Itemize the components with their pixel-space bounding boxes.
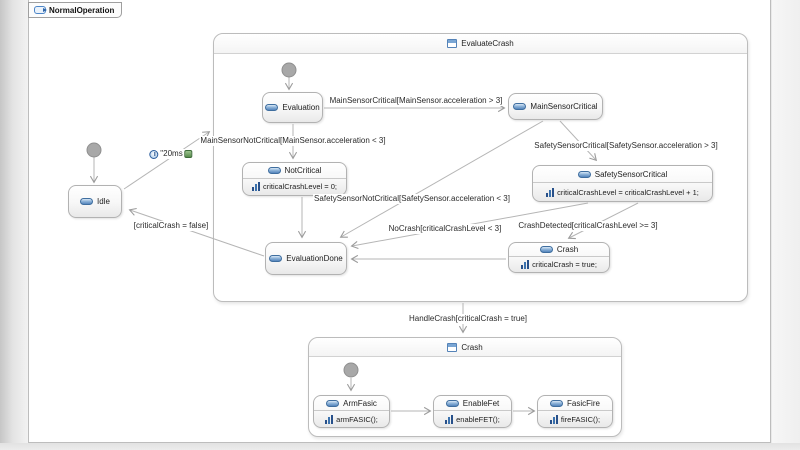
state-pill-icon: [513, 103, 527, 110]
state-pill-icon: [577, 170, 591, 178]
state-name: NotCritical: [284, 165, 322, 175]
state-action: criticalCrash = true;: [532, 260, 597, 270]
state-title-row: EnableFet: [434, 396, 511, 412]
state-pill-icon: [269, 255, 283, 262]
transition-label-critical-crash-false[interactable]: [criticalCrash = false]: [132, 221, 210, 231]
state-crash-inner[interactable]: Crash criticalCrash = true;: [508, 242, 610, 273]
state-action: criticalCrashLevel = 0;: [263, 182, 337, 192]
composite-title: EvaluateCrash: [461, 39, 514, 48]
state-pill-icon: [265, 104, 279, 111]
state-name: MainSensorCritical: [530, 102, 598, 111]
state-title-row: ArmFasic: [314, 396, 389, 412]
transition-label-crash-detected[interactable]: CrashDetected[criticalCrashLevel >= 3]: [517, 221, 659, 231]
timer-label-text: "20ms: [160, 149, 183, 158]
state-evaluation[interactable]: Evaluation: [262, 92, 323, 123]
action-bars-icon: [546, 187, 555, 197]
composite-title: Crash: [461, 342, 483, 352]
transition-label-main-sensor-not-critical[interactable]: MainSensorNotCritical[MainSensor.acceler…: [199, 136, 387, 146]
state-evaluation-done[interactable]: EvaluationDone: [265, 242, 347, 275]
composite-header-crash[interactable]: Crash: [309, 338, 621, 357]
state-action-row: criticalCrashLevel = 0;: [243, 179, 346, 195]
state-action: fireFASIC();: [560, 414, 601, 424]
composite-header-evaluate-crash[interactable]: EvaluateCrash: [214, 34, 747, 54]
action-bars-icon: [252, 182, 260, 192]
state-name: EvaluationDone: [286, 254, 343, 263]
state-pill-icon: [326, 399, 340, 407]
state-arm-fasic[interactable]: ArmFasic armFASIC();: [313, 395, 390, 428]
state-name: ArmFasic: [343, 398, 377, 408]
state-pill-icon: [550, 399, 564, 407]
transition-label-handle-crash[interactable]: HandleCrash[criticalCrash = true]: [407, 314, 529, 324]
state-action-row: fireFASIC();: [538, 411, 612, 427]
transition-label-safety-sensor-not-critical[interactable]: SafetySensorNotCritical[SafetySensor.acc…: [313, 194, 511, 204]
transition-label-main-sensor-critical[interactable]: MainSensorCritical[MainSensor.accelerati…: [328, 96, 504, 106]
transition-label-safety-sensor-critical[interactable]: SafetySensorCritical[SafetySensor.accele…: [533, 141, 719, 151]
state-action-row: criticalCrash = true;: [509, 257, 609, 272]
event-icon: [184, 150, 193, 158]
composite-window-icon: [447, 342, 458, 352]
action-bars-icon: [445, 414, 454, 424]
state-title-row: SafetySensorCritical: [533, 166, 712, 184]
state-pill-icon: [445, 399, 459, 407]
state-idle[interactable]: Idle: [68, 185, 122, 218]
state-name: FasicFire: [567, 398, 600, 408]
state-name: SafetySensorCritical: [594, 169, 668, 179]
statechart-region-icon: [34, 6, 47, 14]
state-action: armFASIC();: [336, 414, 378, 424]
state-title-row: FasicFire: [538, 396, 612, 412]
state-title-row: Crash: [509, 243, 609, 258]
action-bars-icon: [549, 414, 558, 424]
state-action: criticalCrashLevel = criticalCrashLevel …: [557, 187, 699, 197]
state-action-row: enableFET();: [434, 411, 511, 427]
transition-label-no-crash[interactable]: NoCrash[criticalCrashLevel < 3]: [387, 224, 503, 234]
canvas-right-margin: [772, 0, 800, 450]
region-tab-label: NormalOperation: [49, 5, 115, 15]
state-name: Evaluation: [282, 103, 320, 112]
action-bars-icon: [521, 260, 530, 270]
action-bars-icon: [325, 414, 334, 424]
state-pill-icon: [267, 166, 281, 174]
state-title-row: NotCritical: [243, 163, 346, 179]
canvas-bottom-margin: [0, 443, 800, 450]
state-name: EnableFet: [462, 398, 500, 408]
clock-icon: [149, 149, 159, 159]
state-pill-icon: [539, 246, 553, 254]
state-action-row: criticalCrashLevel = criticalCrashLevel …: [533, 183, 712, 201]
composite-window-icon: [447, 39, 458, 48]
state-name: Crash: [556, 245, 579, 255]
canvas-left-margin: [0, 0, 28, 450]
state-main-sensor-critical[interactable]: MainSensorCritical: [508, 93, 603, 120]
state-safety-sensor-critical[interactable]: SafetySensorCritical criticalCrashLevel …: [532, 165, 713, 202]
state-enable-fet[interactable]: EnableFet enableFET();: [433, 395, 512, 428]
transition-label-timer[interactable]: "20ms: [148, 149, 194, 159]
region-tab-normal-operation[interactable]: NormalOperation: [28, 2, 123, 18]
state-fasic-fire[interactable]: FasicFire fireFASIC();: [537, 395, 613, 428]
state-pill-icon: [80, 198, 94, 205]
state-action-row: armFASIC();: [314, 411, 389, 427]
state-action: enableFET();: [456, 414, 500, 424]
state-name: Idle: [97, 197, 110, 206]
state-not-critical[interactable]: NotCritical criticalCrashLevel = 0;: [242, 162, 347, 196]
